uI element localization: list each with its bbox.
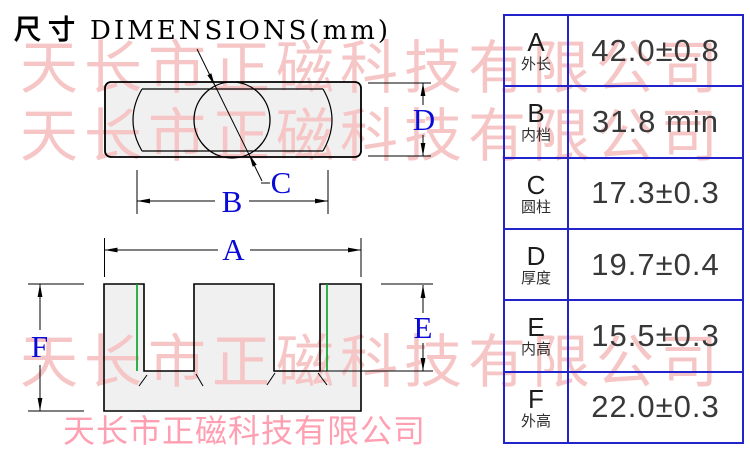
title-en: DIMENSIONS(mm) [90, 16, 392, 46]
table-row: F 外高 22.0±0.3 [503, 370, 744, 445]
dim-value: 22.0±0.3 [567, 370, 744, 445]
dimensions-table: A 外长 42.0±0.8 B 内档 31.8 min C 圆柱 17.3±0.… [503, 13, 744, 445]
dim-cn-label: 厚度 [520, 270, 551, 288]
title-cn: 尺寸 [14, 15, 82, 46]
table-row: D 厚度 19.7±0.4 [503, 227, 744, 302]
table-row: B 内档 31.8 min [503, 85, 744, 159]
dim-letter: C [526, 169, 546, 200]
dim-letter: B [527, 98, 545, 129]
dim-letter: E [527, 312, 545, 343]
dim-value: 17.3±0.3 [567, 156, 744, 230]
dim-value: 19.7±0.4 [567, 227, 744, 302]
dim-letter: A [527, 27, 545, 58]
dim-key-cell: F 外高 [503, 370, 569, 445]
dim-key-cell: C 圆柱 [503, 156, 569, 230]
dim-value: 42.0±0.8 [567, 13, 744, 88]
dim-letter: D [526, 241, 546, 272]
top-view-body-fill [105, 82, 361, 157]
dim-key-cell: E 内高 [503, 299, 569, 373]
table-row: E 内高 15.5±0.3 [503, 299, 744, 373]
drawing-title: 尺寸 DIMENSIONS(mm) [14, 8, 391, 47]
dim-cn-label: 外高 [520, 412, 551, 430]
table-row: C 圆柱 17.3±0.3 [503, 156, 744, 230]
dim-cn-label: 外长 [520, 56, 551, 74]
dim-cn-label: 内档 [520, 127, 551, 145]
table-row: A 外长 42.0±0.8 [503, 13, 744, 88]
front-view-body-fill [104, 284, 361, 411]
dim-letter: F [528, 383, 544, 414]
dim-key-cell: D 厚度 [503, 227, 569, 302]
dim-key-cell: A 外长 [503, 13, 569, 88]
dim-cn-label: 圆柱 [520, 198, 551, 216]
dim-key-cell: B 内档 [503, 85, 569, 159]
dim-value: 31.8 min [567, 85, 744, 159]
dim-value: 15.5±0.3 [567, 299, 744, 373]
dim-cn-label: 内高 [520, 341, 551, 359]
